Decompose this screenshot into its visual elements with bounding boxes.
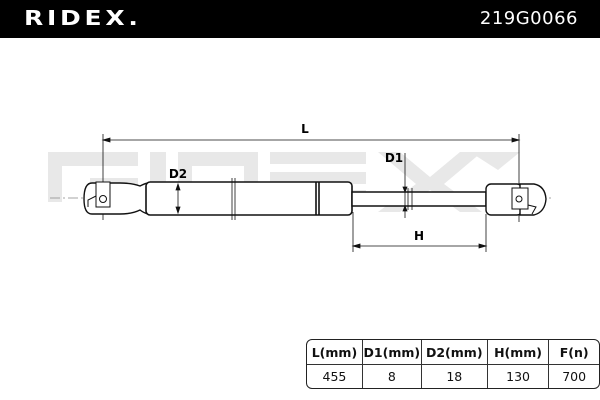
label-d2: D2 [169,167,187,181]
right-end-fitting [485,183,547,216]
rod-diameter-dimension [402,153,408,218]
label-l: L [301,122,309,136]
part-number: 219G0066 [479,8,578,29]
piston-rod [351,188,487,210]
value-cylinder-diameter: 18 [422,365,488,388]
header-cylinder-diameter: D2(mm) [421,340,488,365]
label-h: H [414,229,424,243]
gas-spring-diagram: L D2 D1 [48,122,552,252]
value-force: 700 [562,369,587,384]
cylinder-body [145,178,353,220]
header-stroke: H(mm) [487,340,550,365]
brand-logo: RIDEX. [24,6,142,30]
header-length: L(mm) [307,340,363,365]
cylinder-diameter-dimension [175,182,181,215]
specification-table: L(mm) D1(mm) D2(mm) H(mm) F(n) 455 8 18 … [306,339,600,389]
left-end-fitting [83,181,149,215]
header-rod-diameter: D1(mm) [362,340,422,365]
label-d1: D1 [385,151,403,165]
value-length: 455 [307,365,363,388]
stroke-dimension [351,212,488,252]
spec-row: 455 8 18 130 700 [307,365,599,388]
value-rod-diameter: 8 [363,365,422,388]
value-stroke: 130 [488,365,550,388]
spec-header-row: L(mm) D1(mm) D2(mm) H(mm) F(n) [307,340,599,365]
header-bar: RIDEX. 219G0066 [0,0,600,38]
header-force: F(n) [549,340,599,365]
